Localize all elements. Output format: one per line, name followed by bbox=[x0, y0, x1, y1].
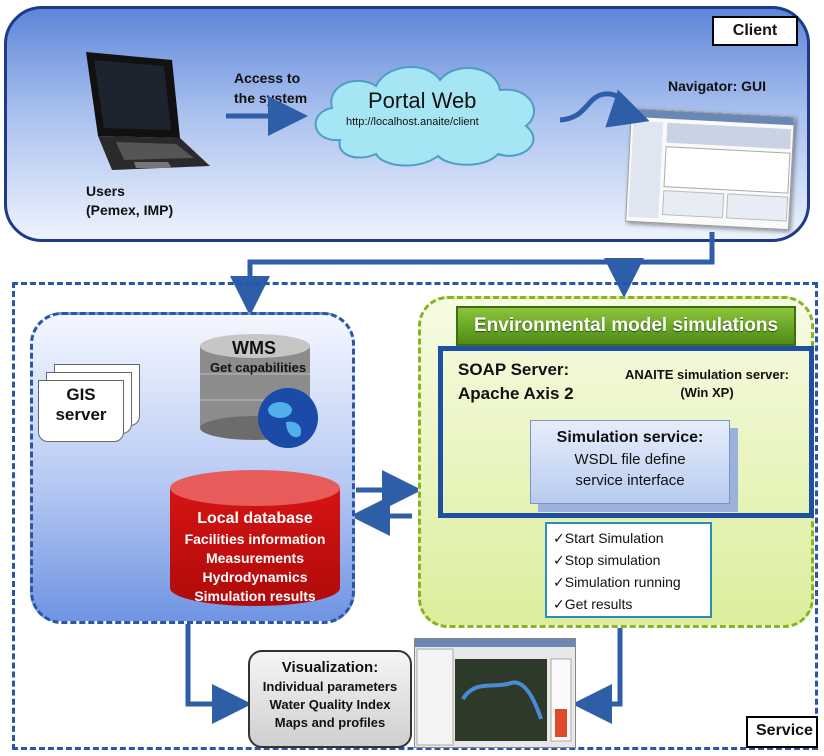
op-running: ✓Simulation running bbox=[553, 574, 681, 590]
viz-line-1: Individual parameters bbox=[262, 679, 398, 694]
soap-label-2: Apache Axis 2 bbox=[458, 384, 574, 403]
users-label: Users bbox=[86, 183, 125, 199]
soap-label-1: SOAP Server: bbox=[458, 360, 570, 379]
simulation-service-title: Simulation service: bbox=[556, 429, 704, 446]
laptop-icon bbox=[86, 52, 210, 170]
op-start: ✓Start Simulation bbox=[553, 530, 664, 546]
gis-server-doc: GIS server bbox=[38, 380, 124, 442]
wsdl-line-2: service interface bbox=[575, 472, 685, 489]
op-results: ✓Get results bbox=[553, 596, 633, 612]
anaite-label-1: ANAITE simulation server: bbox=[625, 367, 789, 382]
gis-label-2: server bbox=[55, 405, 107, 424]
op-stop-label: Stop simulation bbox=[564, 552, 661, 568]
access-label-1: Access to bbox=[234, 70, 301, 86]
viz-line-3: Maps and profiles bbox=[274, 715, 386, 730]
op-results-label: Get results bbox=[564, 596, 633, 612]
wsdl-line-1: WSDL file define bbox=[574, 451, 686, 468]
globe-icon bbox=[258, 388, 318, 448]
wms-title: WMS bbox=[232, 338, 276, 358]
db-line-4: Simulation results bbox=[194, 588, 316, 604]
access-label-2: the system bbox=[234, 90, 308, 106]
cloud-icon bbox=[314, 66, 535, 167]
db-line-2: Measurements bbox=[205, 550, 305, 566]
client-label: Client bbox=[712, 16, 798, 46]
viz-line-2: Water Quality Index bbox=[269, 697, 391, 712]
operations-list: ✓Start Simulation ✓Stop simulation ✓Simu… bbox=[545, 522, 712, 618]
navigator-label: Navigator: GUI bbox=[668, 78, 767, 94]
portal-url: http://localhost.anaite/client bbox=[346, 116, 479, 128]
service-panel bbox=[12, 282, 818, 750]
db-line-1: Facilities information bbox=[184, 531, 326, 547]
db-line-3: Hydrodynamics bbox=[202, 569, 308, 585]
users-orgs-label: (Pemex, IMP) bbox=[86, 202, 174, 218]
wms-subtitle: Get capabilities bbox=[210, 360, 307, 375]
simulation-service-box: Simulation service: WSDL file define ser… bbox=[530, 420, 730, 504]
database-top bbox=[170, 470, 340, 506]
visualization-box: Visualization: Individual parameters Wat… bbox=[248, 650, 412, 748]
gis-label-1: GIS bbox=[66, 385, 96, 404]
service-label: Service bbox=[746, 716, 818, 748]
op-stop: ✓Stop simulation bbox=[553, 552, 661, 568]
op-running-label: Simulation running bbox=[564, 574, 681, 590]
visualization-title: Visualization: bbox=[281, 659, 379, 676]
op-start-label: Start Simulation bbox=[564, 530, 664, 546]
portal-title: Portal Web bbox=[368, 88, 477, 113]
local-database: Local database Facilities information Me… bbox=[170, 488, 340, 606]
db-title: Local database bbox=[197, 510, 313, 527]
anaite-label-2: (Win XP) bbox=[680, 385, 734, 400]
simulation-title: Environmental model simulations bbox=[456, 306, 796, 346]
visualization-screenshot bbox=[414, 638, 576, 748]
soap-server-box bbox=[438, 346, 814, 518]
navigator-screenshot bbox=[625, 107, 795, 231]
